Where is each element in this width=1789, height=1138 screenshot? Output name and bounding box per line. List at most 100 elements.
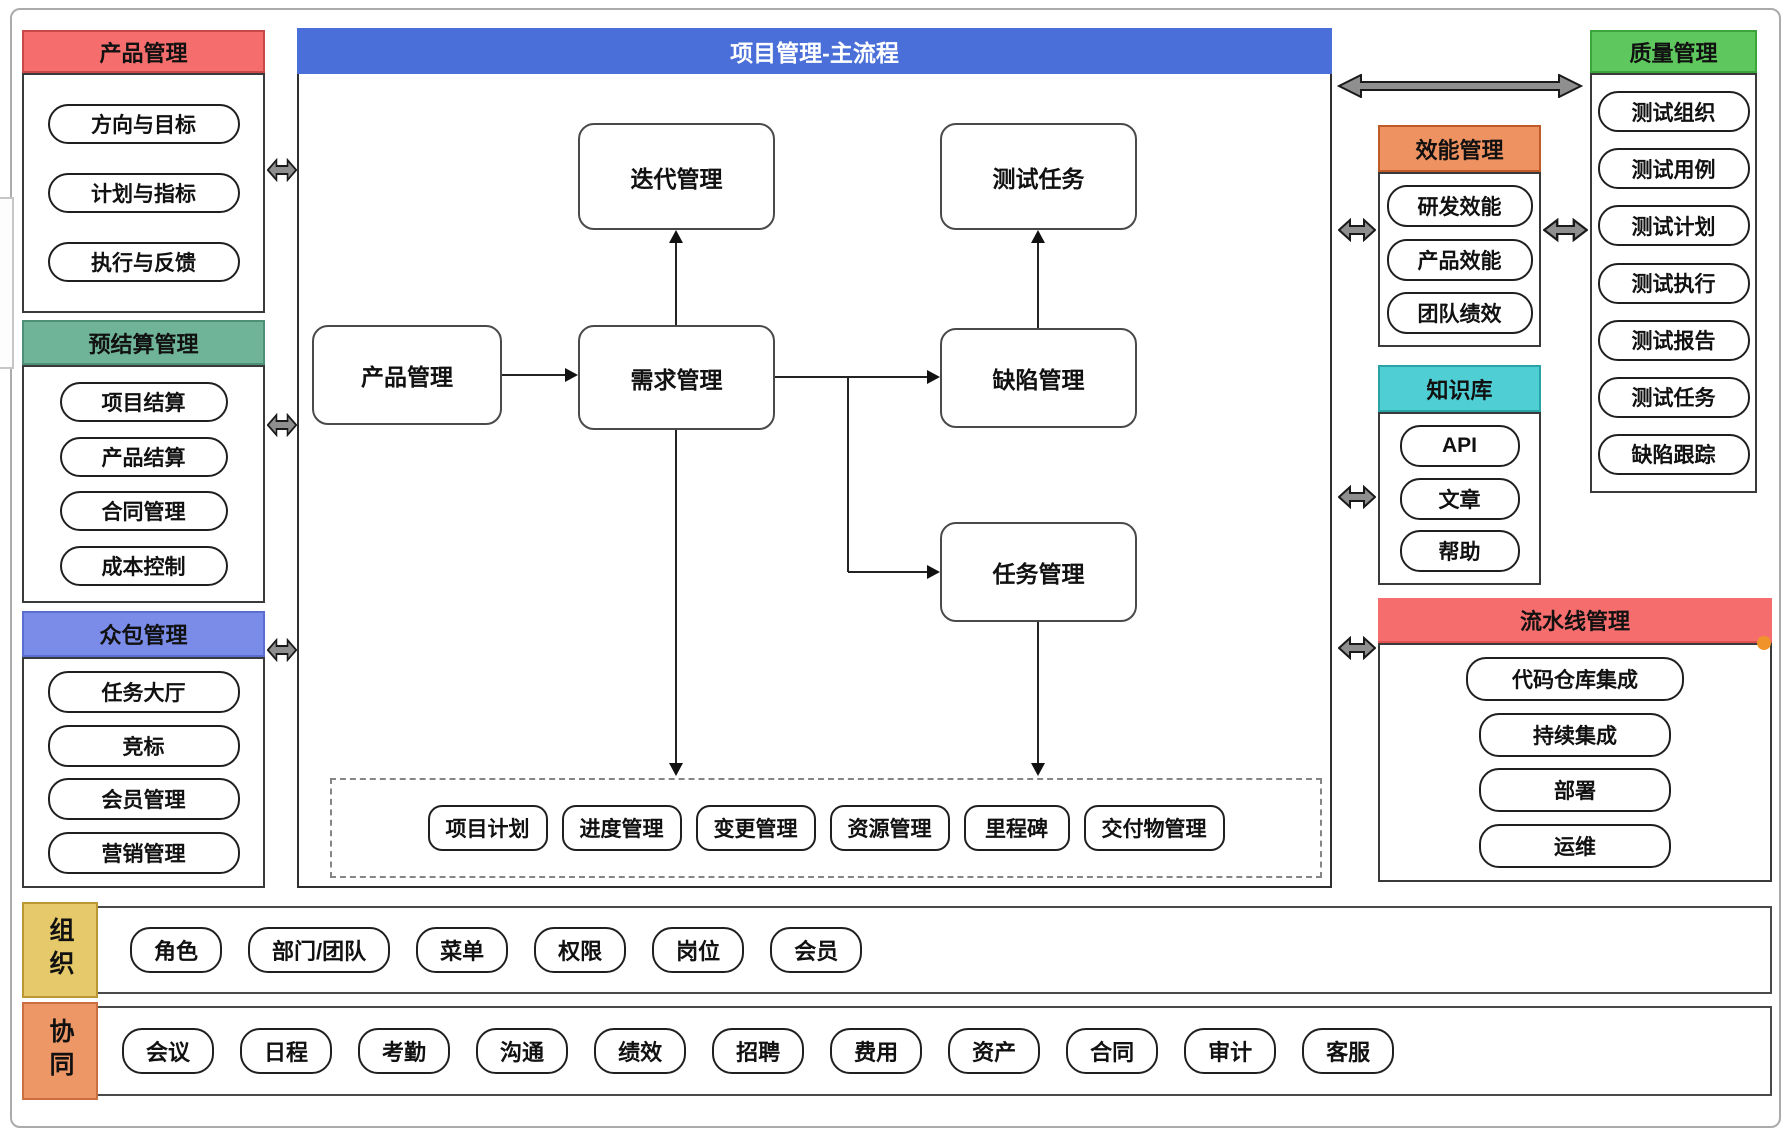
background-window-artifact [0, 197, 14, 369]
list-item: 里程碑 [963, 805, 1070, 851]
list-item: 日程 [240, 1028, 333, 1074]
arrowhead-icon [669, 763, 683, 776]
arrowhead-icon [927, 565, 940, 579]
list-item: 测试任务 [1597, 376, 1750, 418]
list-item: 会议 [122, 1028, 215, 1074]
list-item: 测试报告 [1597, 319, 1750, 361]
budget-mgmt-box: 项目结算 产品结算 合同管理 成本控制 [22, 365, 265, 603]
list-item: 竞标 [47, 724, 240, 767]
double-arrow-icon [1338, 218, 1376, 242]
arrowhead-icon [565, 368, 578, 382]
list-item: 权限 [534, 927, 627, 973]
connector-product-to-requirement [502, 374, 566, 376]
connector-branch-to-task [848, 571, 927, 573]
list-item: 运维 [1479, 824, 1671, 869]
list-item: 产品结算 [59, 436, 228, 477]
list-item: 研发效能 [1386, 185, 1533, 228]
connector-requirement-to-defect [775, 376, 927, 378]
pipeline-orange-dot [1757, 636, 1771, 650]
knowledge-base-box: API 文章 帮助 [1378, 412, 1541, 585]
list-item: 缺陷跟踪 [1597, 433, 1750, 475]
main-flow-box [297, 28, 1332, 888]
double-arrow-icon [1337, 74, 1583, 98]
list-item: 会员 [770, 927, 863, 973]
list-item: 测试计划 [1597, 205, 1750, 247]
flow-node-requirement: 需求管理 [578, 325, 775, 430]
list-item: 营销管理 [47, 832, 240, 875]
list-item: 文章 [1399, 477, 1520, 520]
list-item: 代码仓库集成 [1466, 656, 1684, 701]
list-item: 任务大厅 [47, 670, 240, 713]
list-item: 产品效能 [1386, 238, 1533, 281]
list-item: 方向与目标 [47, 104, 240, 144]
list-item: 测试组织 [1597, 91, 1750, 133]
list-item: 招聘 [712, 1028, 805, 1074]
list-item: 资源管理 [829, 805, 950, 851]
list-item: 团队绩效 [1386, 291, 1533, 334]
double-arrow-icon [267, 638, 297, 662]
collaboration-items: 会议 日程 考勤 沟通 绩效 招聘 费用 资产 合同 审计 客服 [122, 1028, 1395, 1074]
connector-defect-to-testtask [1037, 243, 1039, 328]
arrowhead-icon [669, 230, 683, 243]
list-item: 计划与指标 [47, 173, 240, 213]
quality-mgmt-box: 测试组织 测试用例 测试计划 测试执行 测试报告 测试任务 缺陷跟踪 [1590, 73, 1757, 493]
list-item: 部门/团队 [248, 927, 391, 973]
double-arrow-icon [267, 413, 297, 437]
pipeline-mgmt-box: 代码仓库集成 持续集成 部署 运维 [1378, 643, 1772, 882]
list-item: 帮助 [1399, 530, 1520, 573]
arrowhead-icon [1031, 230, 1045, 243]
crowdsource-mgmt-box: 任务大厅 竞标 会员管理 营销管理 [22, 657, 265, 888]
connector-requirement-to-subprocess [675, 430, 677, 763]
list-item: 部署 [1479, 768, 1671, 813]
list-item: 交付物管理 [1083, 805, 1225, 851]
efficiency-mgmt-header: 效能管理 [1378, 125, 1541, 172]
arrowhead-icon [1031, 763, 1045, 776]
list-item: 费用 [830, 1028, 923, 1074]
list-item: 岗位 [652, 927, 745, 973]
list-item: 沟通 [476, 1028, 569, 1074]
flow-node-test-task: 测试任务 [940, 123, 1137, 230]
subprocess-dashed-box: 项目计划 进度管理 变更管理 资源管理 里程碑 交付物管理 [330, 778, 1322, 878]
list-item: 测试执行 [1597, 262, 1750, 304]
collaboration-tag: 协同 [22, 1002, 98, 1100]
list-item: 审计 [1184, 1028, 1277, 1074]
flow-node-product: 产品管理 [312, 325, 502, 425]
list-item: 会员管理 [47, 778, 240, 821]
list-item: 进度管理 [561, 805, 682, 851]
list-item: 菜单 [416, 927, 509, 973]
connector-task-to-subprocess [1037, 622, 1039, 763]
pipeline-mgmt-header: 流水线管理 [1378, 598, 1772, 643]
product-mgmt-box: 方向与目标 计划与指标 执行与反馈 [22, 73, 265, 313]
product-mgmt-header: 产品管理 [22, 30, 265, 73]
list-item: 合同管理 [59, 491, 228, 532]
list-item: 项目计划 [427, 805, 548, 851]
list-item: 成本控制 [59, 546, 228, 587]
list-item: 考勤 [358, 1028, 451, 1074]
double-arrow-icon [1543, 218, 1588, 242]
organization-items: 角色 部门/团队 菜单 权限 岗位 会员 [130, 927, 863, 973]
list-item: 合同 [1066, 1028, 1159, 1074]
list-item: 角色 [130, 927, 223, 973]
arrowhead-icon [927, 370, 940, 384]
double-arrow-icon [1338, 636, 1376, 660]
list-item: 变更管理 [695, 805, 816, 851]
list-item: 测试用例 [1597, 148, 1750, 190]
list-item: API [1399, 424, 1520, 467]
efficiency-mgmt-box: 研发效能 产品效能 团队绩效 [1378, 172, 1541, 347]
crowdsource-mgmt-header: 众包管理 [22, 611, 265, 657]
list-item: 执行与反馈 [47, 242, 240, 282]
double-arrow-icon [267, 158, 297, 182]
connector-requirement-to-iteration [675, 243, 677, 325]
organization-tag: 组织 [22, 902, 98, 998]
list-item: 持续集成 [1479, 712, 1671, 757]
list-item: 绩效 [594, 1028, 687, 1074]
flow-node-task: 任务管理 [940, 522, 1137, 622]
knowledge-base-header: 知识库 [1378, 365, 1541, 412]
main-flow-title: 项目管理-主流程 [297, 28, 1332, 74]
budget-mgmt-header: 预结算管理 [22, 320, 265, 365]
flow-node-defect: 缺陷管理 [940, 328, 1137, 428]
list-item: 资产 [948, 1028, 1041, 1074]
flow-node-iteration: 迭代管理 [578, 123, 775, 230]
list-item: 客服 [1302, 1028, 1395, 1074]
